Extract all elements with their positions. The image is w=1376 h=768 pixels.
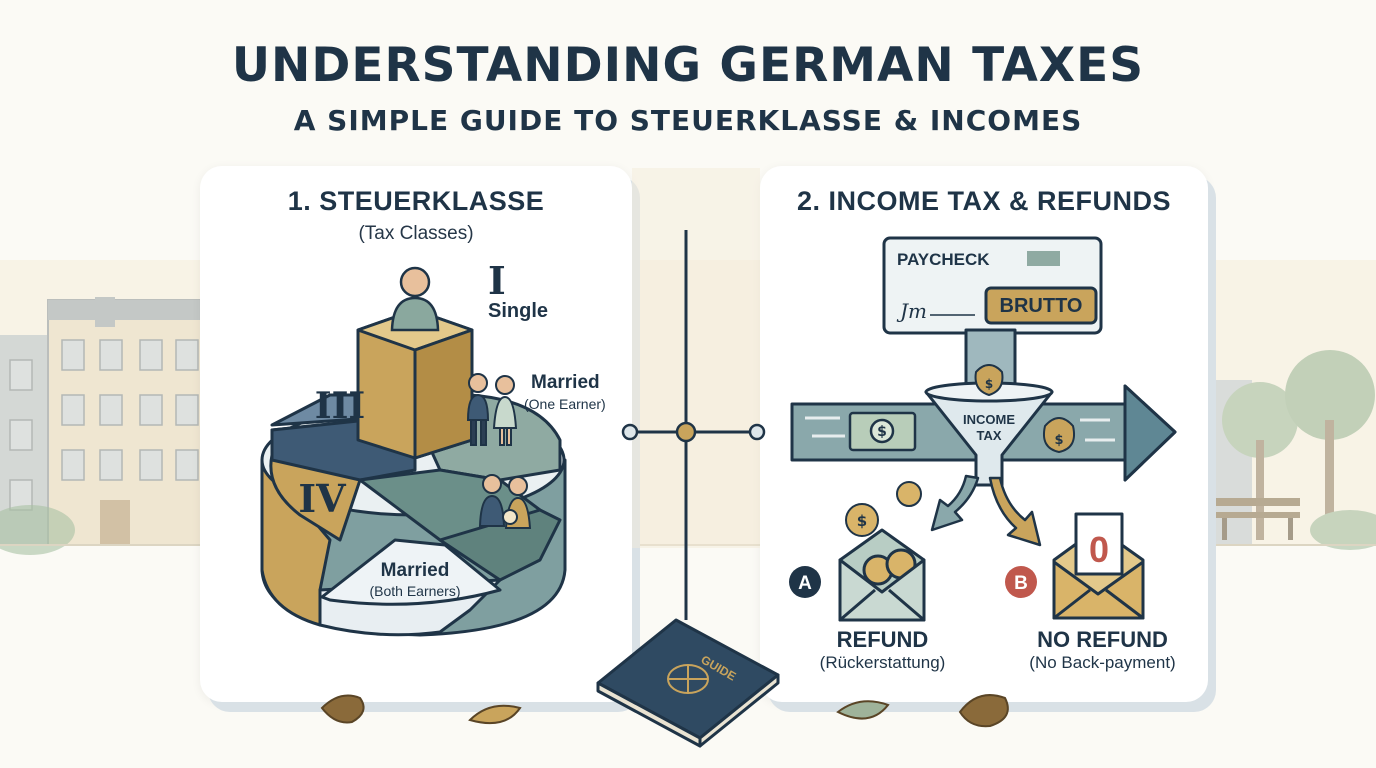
signature: Jm bbox=[896, 299, 927, 323]
income-tax-title: 2. INCOME TAX & REFUNDS bbox=[796, 186, 1172, 216]
svg-text:$: $ bbox=[877, 424, 887, 440]
income-tax-funnel bbox=[924, 328, 1054, 487]
zero-refund-value: 0 bbox=[1089, 529, 1109, 570]
steuerklasse-title: 1. STEUERKLASSE bbox=[287, 186, 545, 216]
guide-book-icon bbox=[596, 618, 780, 748]
funnel-label-income: INCOME bbox=[963, 412, 1015, 427]
option-b-title: NO REFUND bbox=[1037, 627, 1168, 652]
option-a-sub: (Rückerstattung) bbox=[819, 653, 946, 672]
page-title: UNDERSTANDING GERMAN TAXES bbox=[231, 38, 1145, 93]
option-a-title: REFUND bbox=[836, 627, 929, 652]
svg-text:$: $ bbox=[1054, 433, 1063, 448]
single-person-icon bbox=[390, 266, 440, 332]
speed-lines bbox=[805, 416, 1115, 442]
money-bag-icon: $ bbox=[974, 363, 1004, 397]
panel-connector bbox=[621, 168, 766, 620]
svg-text:$: $ bbox=[857, 512, 867, 530]
no-refund-envelope-icon bbox=[1052, 512, 1145, 620]
coins-icon: $ bbox=[845, 481, 922, 537]
married-one-earner-sub: (One Earner) bbox=[524, 396, 606, 412]
right-park bbox=[1212, 350, 1376, 550]
cash-note-icon: $ bbox=[848, 411, 917, 452]
option-b-badge-text: B bbox=[1014, 573, 1028, 594]
class-iii-numeral: III bbox=[315, 385, 366, 427]
paycheck-card bbox=[882, 236, 1103, 335]
option-b-badge: B bbox=[1005, 566, 1037, 598]
funnel-label-tax: TAX bbox=[976, 428, 1001, 443]
split-arrows bbox=[930, 474, 1042, 547]
married-one-earner-title: Married bbox=[531, 372, 600, 393]
refund-envelope-icon bbox=[838, 528, 926, 622]
money-bag-icon: $ bbox=[1043, 416, 1075, 454]
class-single-numeral: I bbox=[488, 258, 506, 303]
autumn-leaves bbox=[320, 694, 1009, 728]
page-subtitle: A SIMPLE GUIDE TO STEUERKLASSE & INCOMES bbox=[293, 104, 1083, 137]
option-a-badge: A bbox=[789, 566, 821, 598]
class-iv-numeral: IV bbox=[298, 476, 347, 521]
option-a-badge-text: A bbox=[798, 573, 812, 594]
brutto-label: BRUTTO bbox=[1000, 295, 1083, 317]
married-both-earners-title: Married bbox=[380, 560, 450, 581]
married-both-earners-icon bbox=[478, 474, 532, 529]
married-one-earner-icon bbox=[466, 373, 518, 446]
steuerklasse-subtitle: (Tax Classes) bbox=[358, 223, 474, 244]
paycheck-label: PAYCHECK bbox=[897, 250, 990, 269]
option-b-sub: (No Back-payment) bbox=[1029, 653, 1176, 672]
married-both-earners-sub: (Both Earners) bbox=[369, 583, 461, 599]
class-single-label: Single bbox=[488, 300, 549, 322]
svg-text:$: $ bbox=[985, 377, 993, 391]
